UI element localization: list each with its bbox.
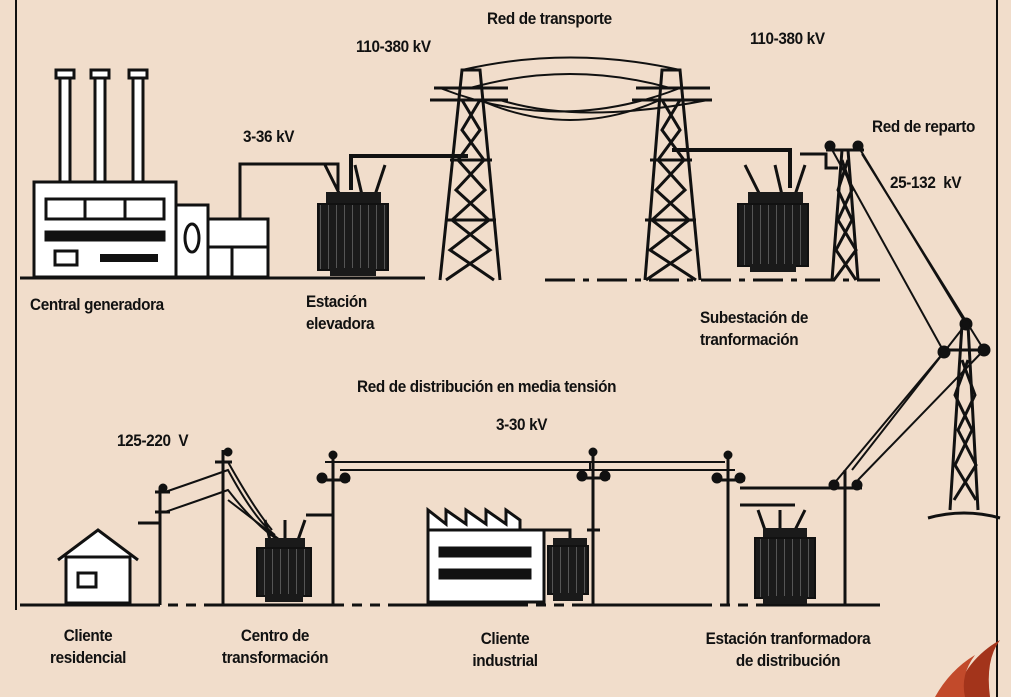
transmission-tower-left-icon bbox=[430, 68, 508, 282]
utility-poles bbox=[155, 447, 863, 605]
house-icon bbox=[57, 521, 160, 605]
industrial-client-label: Cliente industrial bbox=[472, 629, 538, 670]
distribution-network-label: Red de distribución en media tensión bbox=[357, 377, 617, 396]
transport-voltage-left-label: 110-380 kV bbox=[356, 37, 431, 56]
distribution-tower-large-icon bbox=[927, 317, 1001, 520]
distribution-lines bbox=[325, 461, 735, 471]
distribution-station-label: Estación tranformadora de distribución bbox=[705, 629, 871, 670]
step-up-station-label: Estación elevadora bbox=[306, 292, 375, 333]
step-up-voltage-label: 3-36 kV bbox=[243, 127, 295, 146]
distribution-transformer-icon bbox=[740, 503, 816, 604]
factory-icon bbox=[426, 506, 572, 604]
reparto-network-label: Red de reparto bbox=[872, 117, 975, 136]
reparto-voltage-label: 25-132 kV bbox=[890, 173, 962, 192]
industrial-transformer-icon bbox=[547, 528, 600, 601]
transport-lines bbox=[439, 56, 709, 121]
low-voltage-lines bbox=[164, 461, 281, 541]
transport-network-label: Red de transporte bbox=[487, 9, 612, 28]
step-up-transformer-icon bbox=[317, 164, 389, 276]
left-border-line bbox=[15, 0, 17, 610]
transformation-center-icon bbox=[256, 513, 333, 602]
transport-voltage-right-label: 110-380 kV bbox=[750, 29, 825, 48]
transmission-tower-right-icon bbox=[632, 68, 712, 282]
substation-label: Subestación de tranformación bbox=[700, 308, 809, 349]
low-voltage-label: 125-220 V bbox=[117, 431, 189, 450]
substation-transformer-icon bbox=[737, 164, 809, 272]
power-plant-icon bbox=[32, 68, 270, 279]
eagle-logo-icon bbox=[935, 640, 1000, 697]
right-border-line bbox=[996, 0, 998, 697]
transformation-center-label: Centro de transformación bbox=[221, 626, 329, 667]
distribution-voltage-label: 3-30 kV bbox=[496, 415, 548, 434]
distribution-tower-small-icon bbox=[824, 140, 864, 281]
power-plant-label: Central generadora bbox=[30, 295, 164, 314]
residential-client-label: Cliente residencial bbox=[50, 626, 126, 667]
